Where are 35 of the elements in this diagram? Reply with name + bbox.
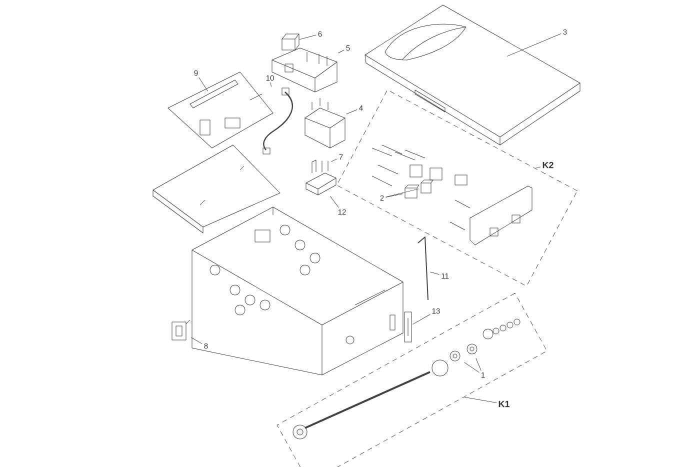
leader-line — [330, 196, 339, 208]
leader-line — [191, 337, 202, 344]
leader-line — [464, 362, 480, 373]
leader-line — [198, 77, 208, 92]
rod-drawing — [418, 236, 428, 300]
circuit-board-drawing — [168, 72, 274, 148]
leader-line — [386, 188, 419, 198]
leader-line — [430, 272, 440, 275]
transformer-drawing — [304, 98, 346, 148]
kit-label: K1 — [498, 400, 510, 408]
cable-drawing — [262, 88, 293, 154]
terminal-pins-drawing — [312, 160, 328, 174]
leader-line — [346, 109, 358, 114]
leader-line — [270, 82, 272, 87]
switch-drawing — [172, 320, 190, 340]
leader-line — [506, 33, 562, 57]
kit-label: K2 — [542, 162, 554, 168]
leader-line — [331, 158, 338, 162]
leader-line — [535, 166, 541, 168]
cover-drawing — [364, 4, 580, 146]
leader-line — [299, 34, 316, 40]
switch-drawing — [420, 180, 434, 194]
leader-line — [412, 314, 430, 325]
leader-line — [338, 50, 344, 54]
gear-drawing — [450, 350, 460, 362]
terminal-strip-drawing — [404, 312, 412, 342]
kit-outline — [336, 90, 578, 286]
kit-outline — [276, 292, 548, 467]
switch-drawing — [404, 184, 420, 198]
terminal-base-drawing — [306, 172, 336, 196]
leader-line — [464, 396, 497, 403]
gear-drawing — [466, 344, 478, 354]
leader-line — [476, 358, 482, 371]
relay-drawing — [282, 34, 300, 50]
leader-line — [386, 193, 403, 198]
